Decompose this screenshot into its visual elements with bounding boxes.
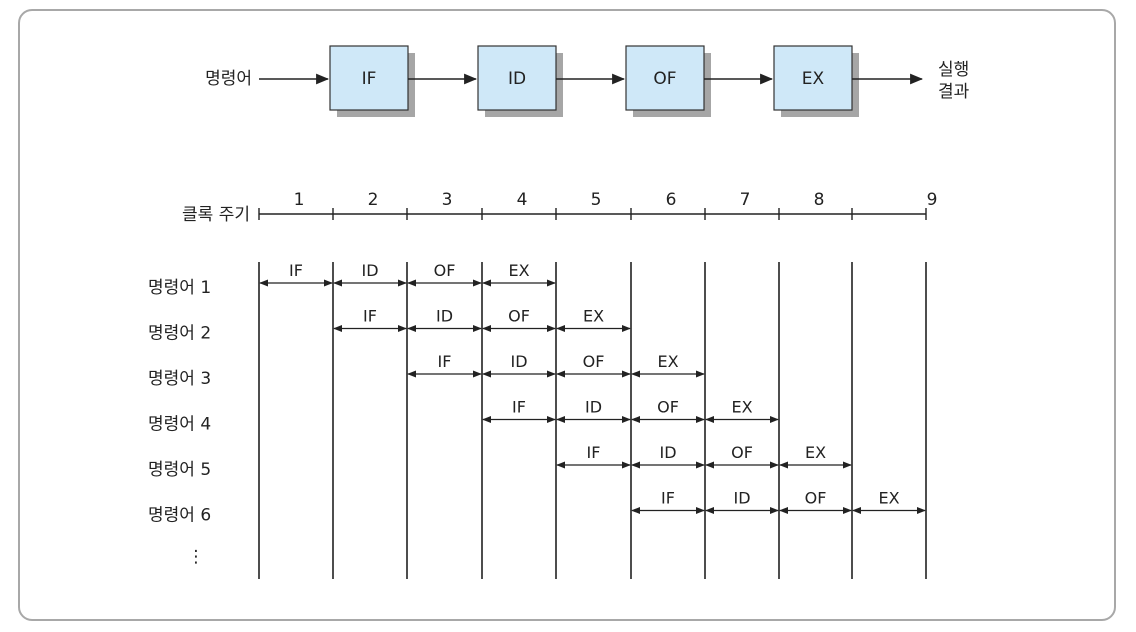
clock-tick-label: 5 [591,190,602,210]
clock-axis: 클록 주기 1 2 3 4 5 6 7 8 9 [182,190,937,225]
stage-span-label: ID [585,398,602,417]
stage-span-label: OF [434,261,456,280]
stage-box-if [329,45,409,111]
clock-ticks: 1 2 3 4 5 6 7 8 9 [258,190,938,220]
stage-span-label: EX [657,352,678,371]
stage-span-label: IF [438,352,452,371]
clock-tick-label: 8 [814,190,825,210]
stage-span-label: EX [878,489,899,508]
diagram-frame [18,9,1116,621]
instruction-label: 명령어 6 [148,506,211,526]
clock-tick-label: 2 [368,190,379,210]
stage-span-label: ID [733,489,750,508]
stage-box-label: OF [653,69,676,89]
stage-span-label: OF [583,352,605,371]
stage-span-label: IF [512,398,526,417]
clock-tick-label: 4 [517,190,528,210]
stage-span-label: ID [361,261,378,280]
stage-span-label: EX [731,398,752,417]
clock-tick-label: 7 [740,190,751,210]
clock-tick-label: 3 [442,190,453,210]
stage-box-id [477,45,557,111]
stage-box-of [625,45,705,111]
stage-box-label: ID [508,69,526,89]
stage-box-label: IF [362,69,377,89]
clock-tick-label: 1 [294,190,305,210]
stage-span-label: EX [583,307,604,326]
flow-input-label: 명령어 [205,69,252,89]
instruction-label: 명령어 1 [148,278,211,298]
stage-span-label: OF [805,489,827,508]
instruction-label: 명령어 3 [148,369,211,389]
stage-span-label: ID [510,352,527,371]
stage-span-label: OF [508,307,530,326]
flow-output-label-2: 결과 [938,82,970,102]
stage-span-label: ID [659,443,676,462]
stage-span-label: IF [587,443,601,462]
instruction-label: 명령어 2 [148,324,211,344]
stage-box-ex [773,45,853,111]
clock-label: 클록 주기 [182,205,250,225]
stage-span-label: IF [661,489,675,508]
stage-span-label: IF [289,261,303,280]
stage-box-label: EX [802,69,825,89]
stage-span-label: EX [508,261,529,280]
flow-stages: IF ID OF EX [329,45,924,117]
continuation-dots: ⋮ [188,547,205,567]
stage-span-label: OF [657,398,679,417]
instruction-label: 명령어 4 [148,415,211,435]
pipeline-flow: 명령어 IF ID OF EX 실행 결과 [205,45,970,117]
instruction-rows: 명령어 1 IF ID OF EX 명령어 2 IF ID OF EX 명령어 3 IF ID OF EX 명… [148,261,926,526]
timing-grid [258,262,927,579]
stage-span-label: IF [363,307,377,326]
flow-output-label-1: 실행 [938,60,969,80]
stage-span-label: EX [805,443,826,462]
instruction-label: 명령어 5 [148,460,211,480]
clock-tick-label: 9 [927,190,938,210]
stage-span-label: OF [731,443,753,462]
clock-tick-label: 6 [666,190,677,210]
stage-span-label: ID [436,307,453,326]
